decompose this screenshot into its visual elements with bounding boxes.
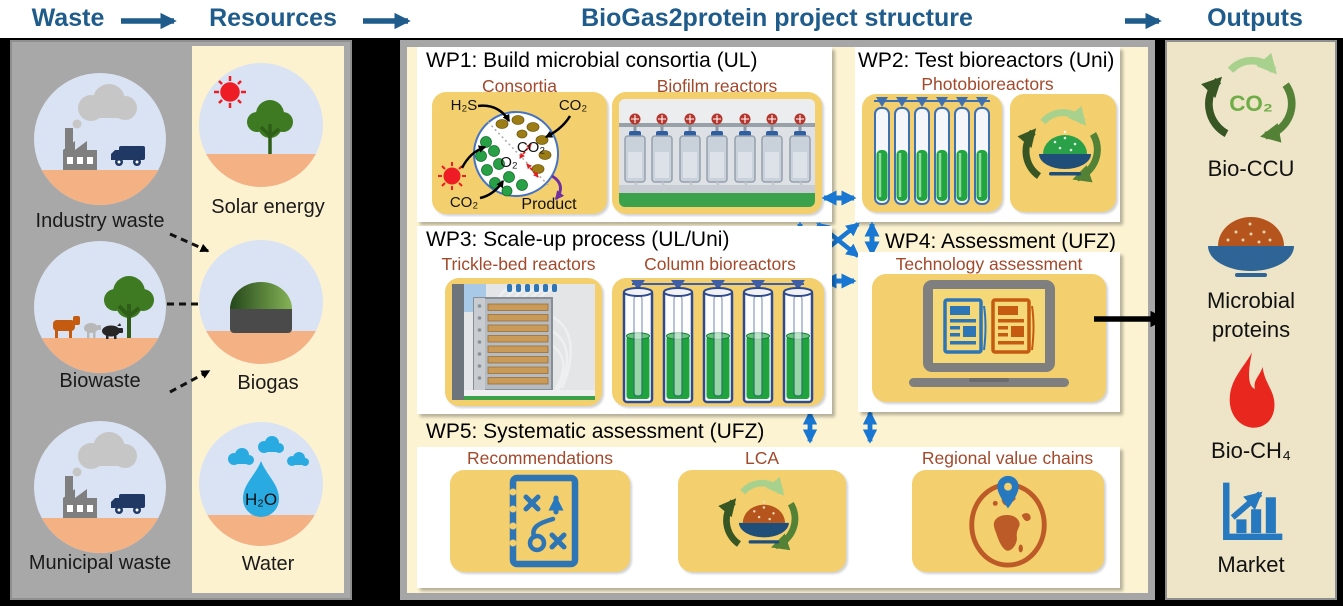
globe-pin-icon xyxy=(969,475,1047,568)
project-to-outputs-arrow xyxy=(1094,310,1167,328)
microbial-proteins-bowl-icon xyxy=(1208,217,1294,277)
market-chart-icon xyxy=(1223,482,1283,541)
solar-energy-icon xyxy=(199,63,323,187)
laptop-assessment-icon xyxy=(909,280,1069,387)
waste-to-biogas-arrows xyxy=(167,232,211,394)
industry-waste-label: Industry waste xyxy=(35,210,165,232)
bio-ch4-label: Bio-CH₄ xyxy=(1211,438,1291,463)
header-arrow-waste-resources xyxy=(121,13,177,29)
wp1-biofilm-label: Biofilm reactors xyxy=(656,76,778,96)
wp3-column-label: Column bioreactors xyxy=(644,254,796,274)
wp5-recommendations-label: Recommendations xyxy=(467,448,613,468)
biofilm-reactors-photo xyxy=(619,99,815,207)
consortia-o2-label: O₂ xyxy=(500,154,518,171)
header-strip xyxy=(0,0,1343,38)
water-label: Water xyxy=(241,553,295,575)
wp4-tech-label: Technology assessment xyxy=(895,254,1083,274)
bio-ccu-label: Bio-CCU xyxy=(1207,156,1295,181)
consortia-product-label: Product xyxy=(521,196,577,213)
consortia-co2-center-label: CO₂ xyxy=(517,139,546,156)
header-resources-label: Resources xyxy=(209,4,337,32)
consortia-co2-top-label: CO₂ xyxy=(559,97,588,114)
header-outputs-label: Outputs xyxy=(1207,4,1303,32)
biowaste-icon xyxy=(34,241,166,373)
green-protein-cycle-icon xyxy=(1017,105,1101,183)
header-arrow-project-outputs xyxy=(1125,13,1162,29)
co2-cycle-text: CO₂ xyxy=(1229,91,1273,116)
recommendations-panel xyxy=(450,470,630,572)
solar-energy-label: Solar energy xyxy=(211,196,325,218)
water-icon: H₂O xyxy=(199,422,323,546)
biogas-label: Biogas xyxy=(237,372,299,394)
wp2-photobioreactors-label: Photobioreactors xyxy=(921,74,1054,94)
header-waste-label: Waste xyxy=(31,4,105,32)
wp1-consortia-label: Consortia xyxy=(482,76,557,96)
resources-to-project-arrows xyxy=(352,243,403,392)
wp5-lca-label: LCA xyxy=(744,448,780,468)
page-title: BioGas2protein project structure xyxy=(581,4,973,32)
wp5-title: WP5: Systematic assessment (UFZ) xyxy=(426,420,765,443)
water-formula-text: H₂O xyxy=(245,490,277,509)
wp3-title: WP3: Scale-up process (UL/Uni) xyxy=(426,228,730,251)
biogas-icon xyxy=(199,240,323,364)
consortia-diagram: H₂S CO₂ CO₂ O₂ CO₂ Product xyxy=(438,97,588,213)
microbial-proteins-label: Microbial proteins xyxy=(1206,288,1296,342)
co2-cycle-icon: CO₂ xyxy=(1201,52,1296,143)
industry-waste-icon xyxy=(34,73,166,205)
consortia-co2-bottom-label: CO₂ xyxy=(450,194,479,211)
recommendations-icon xyxy=(509,474,579,568)
biowaste-label: Biowaste xyxy=(59,370,141,392)
wp2-title: WP2: Test bioreactors (Uni) xyxy=(858,49,1115,72)
wp3-trickle-label: Trickle-bed reactors xyxy=(441,254,596,274)
lca-cycle-icon xyxy=(718,476,799,551)
header-arrow-resources-project xyxy=(363,13,411,29)
consortia-h2s-label: H₂S xyxy=(451,97,478,114)
column-bioreactors-icon xyxy=(622,280,814,404)
market-label: Market xyxy=(1217,552,1285,577)
trickle-bed-photo xyxy=(452,284,595,400)
municipal-waste-icon xyxy=(34,421,166,553)
wp5-regional-label: Regional value chains xyxy=(921,448,1094,468)
wp4-title: WP4: Assessment (UFZ) xyxy=(885,230,1117,253)
arrow-wp1-wp2 xyxy=(820,190,858,206)
flame-icon xyxy=(1229,352,1275,428)
municipal-waste-label: Municipal waste xyxy=(28,552,172,574)
wp1-title: WP1: Build microbial consortia (UL) xyxy=(426,49,758,72)
photobioreactor-tubes-icon xyxy=(874,97,990,205)
